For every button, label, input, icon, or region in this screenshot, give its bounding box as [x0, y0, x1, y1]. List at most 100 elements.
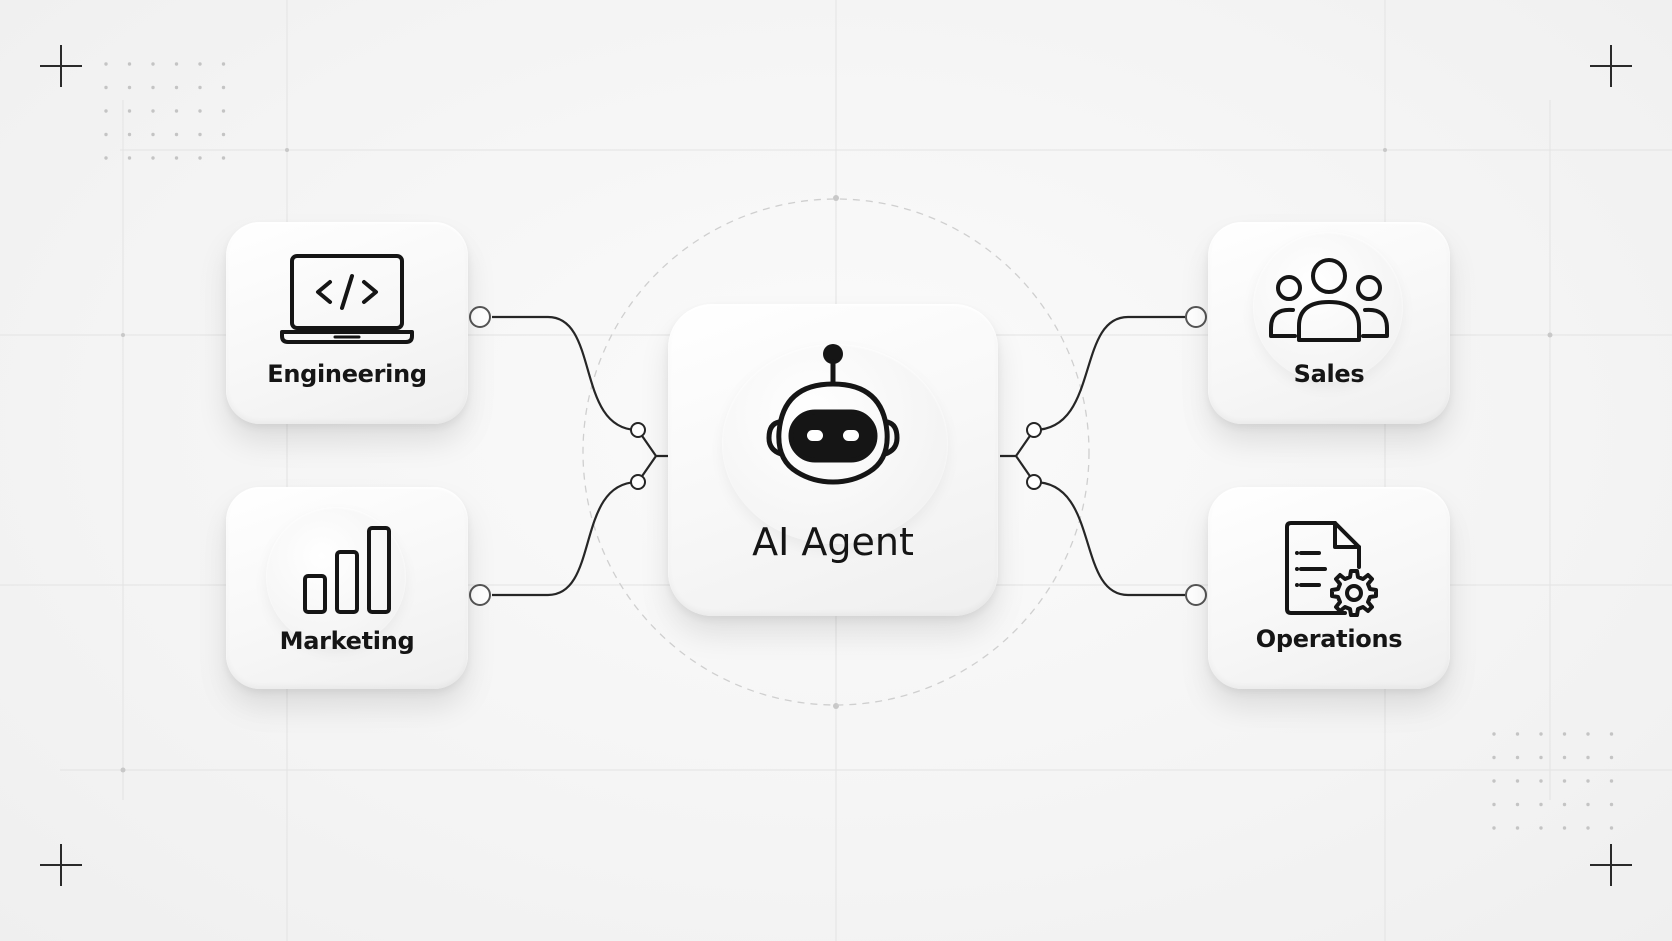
decor-dot	[1609, 826, 1614, 830]
fork-left	[637, 429, 672, 483]
icon-halo	[1253, 232, 1403, 382]
decor-dot	[1586, 802, 1590, 807]
corner-crosshairs	[40, 45, 1632, 886]
connector-sales	[1033, 315, 1185, 432]
decor-dot	[1492, 826, 1496, 830]
agent-orbit-ring	[582, 198, 1090, 706]
decor-dot	[174, 85, 179, 90]
junction-left-bottom	[630, 474, 646, 490]
decor-dot	[198, 109, 202, 113]
decor-dot	[1609, 779, 1614, 783]
decor-dot	[1609, 755, 1614, 760]
port-engineering	[469, 306, 491, 328]
connector-engineering	[492, 315, 639, 432]
decor-dot	[221, 132, 226, 137]
decor-dot	[198, 156, 202, 160]
decor-dot	[1562, 732, 1567, 736]
decor-dot	[174, 156, 179, 160]
decor-dot	[127, 132, 132, 137]
decor-dot	[1492, 779, 1496, 783]
decor-dot	[221, 156, 226, 160]
decor-dot	[127, 62, 132, 66]
decor-dot	[174, 109, 179, 113]
decor-dot	[127, 85, 132, 90]
decor-dot	[1586, 826, 1590, 830]
connector-marketing	[492, 480, 639, 597]
decor-dot	[1515, 802, 1520, 807]
decor-dot	[1539, 732, 1543, 736]
node-label-sales: Sales	[1293, 360, 1365, 388]
decor-dot	[1539, 755, 1543, 760]
decor-dot	[221, 109, 226, 113]
decor-dot	[1609, 732, 1614, 736]
node-sales[interactable]: Sales	[1208, 222, 1450, 424]
connectors	[492, 315, 1185, 597]
decor-dot	[151, 85, 155, 90]
decor-dot	[151, 132, 155, 137]
fork-right	[1000, 429, 1035, 483]
decor-dot	[1515, 732, 1520, 736]
decor-dot	[151, 62, 155, 66]
node-operations[interactable]: Operations	[1208, 487, 1450, 689]
decor-dot	[1586, 732, 1590, 736]
decor-dot	[1562, 826, 1567, 830]
decor-dot	[1492, 755, 1496, 760]
decor-dot	[1492, 732, 1496, 736]
decor-dot	[104, 132, 108, 137]
junction-ports	[630, 422, 1042, 490]
decor-dot	[104, 62, 108, 66]
decor-dot	[127, 109, 132, 113]
decor-dot	[104, 85, 108, 90]
decor-dot	[221, 85, 226, 90]
decor-dot	[104, 156, 108, 160]
junction-right-top	[1026, 422, 1042, 438]
team-icon	[1208, 256, 1450, 346]
decor-dot	[198, 62, 202, 66]
decor-dot	[1539, 779, 1543, 783]
junction-right-bottom	[1026, 474, 1042, 490]
robot-icon	[668, 340, 998, 500]
dot-matrix-bottom-right	[1492, 732, 1614, 830]
decor-dot	[1562, 779, 1567, 783]
decor-dot	[1539, 826, 1543, 830]
node-label-marketing: Marketing	[279, 627, 415, 655]
grid-nodes	[120, 148, 1553, 773]
decor-dot	[151, 156, 155, 160]
decor-dot	[151, 109, 155, 113]
bar-chart-icon	[226, 522, 468, 618]
connector-ports	[469, 306, 1207, 606]
decor-dot	[174, 132, 179, 137]
decor-dot	[221, 62, 226, 66]
decor-dot	[1586, 755, 1590, 760]
decor-dot	[1515, 826, 1520, 830]
decor-dot	[1492, 802, 1496, 807]
decor-dot	[198, 85, 202, 90]
node-label-operations: Operations	[1255, 625, 1403, 653]
decor-dot	[127, 156, 132, 160]
decor-dot	[1515, 779, 1520, 783]
dot-matrix-top-left	[104, 62, 226, 160]
decor-dot	[1562, 802, 1567, 807]
center-label: AI Agent	[752, 520, 914, 564]
port-marketing	[469, 584, 491, 606]
decor-dot	[1609, 802, 1614, 807]
decor-dot	[1539, 802, 1543, 807]
decor-dot	[104, 109, 108, 113]
decor-dot	[1586, 779, 1590, 783]
junction-left-top	[630, 422, 646, 438]
node-engineering[interactable]: Engineering	[226, 222, 468, 424]
document-gear-icon	[1208, 519, 1450, 619]
node-marketing[interactable]: Marketing	[226, 487, 468, 689]
decor-dot	[1562, 755, 1567, 760]
decor-dot	[174, 62, 179, 66]
node-label-engineering: Engineering	[267, 360, 427, 388]
decor-dot	[1515, 755, 1520, 760]
connector-operations	[1033, 480, 1185, 597]
port-operations	[1185, 584, 1207, 606]
port-sales	[1185, 306, 1207, 328]
laptop-code-icon	[226, 252, 468, 352]
decor-dot	[198, 132, 202, 137]
node-ai-agent[interactable]: AI Agent	[668, 304, 998, 616]
